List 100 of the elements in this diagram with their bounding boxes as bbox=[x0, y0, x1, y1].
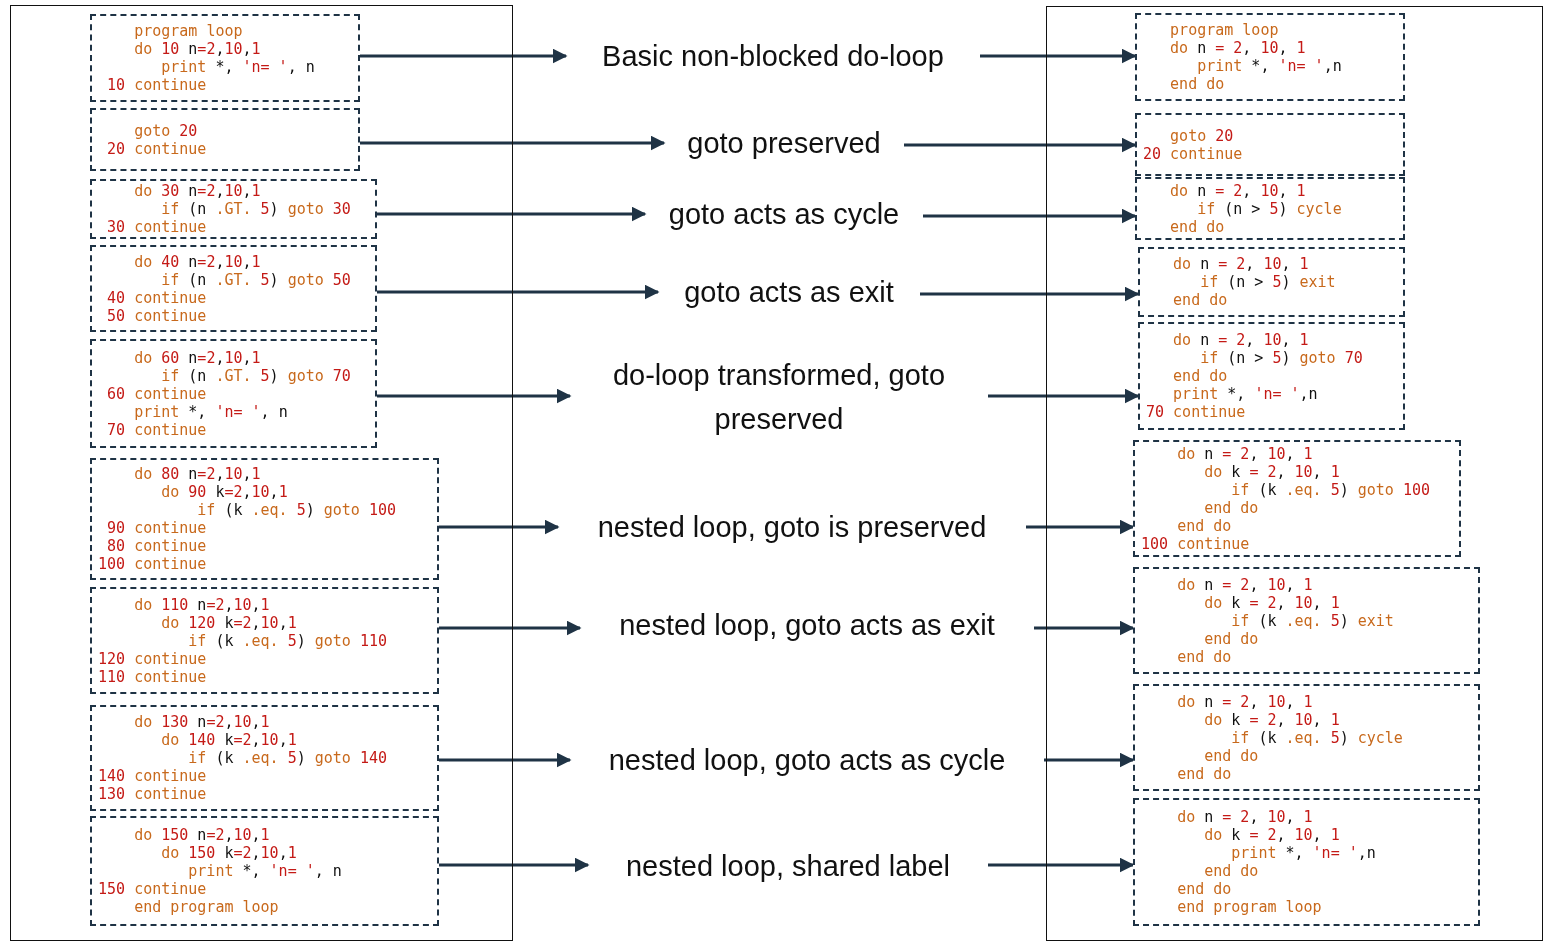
code-line: do 150 n=2,10,1 bbox=[133, 826, 271, 844]
code-box bbox=[90, 14, 360, 102]
code-box bbox=[90, 458, 439, 580]
code-box bbox=[1133, 798, 1480, 926]
code-line: goto 20 bbox=[1169, 126, 1235, 145]
code-box bbox=[1135, 177, 1405, 240]
transformation-label: do-loop transformed, goto preserved bbox=[611, 358, 947, 437]
code-line: do k = 2, 10, 1 bbox=[1203, 593, 1341, 612]
code-line: do n = 2, 10, 1 bbox=[1172, 331, 1310, 349]
transformation-label: nested loop, goto acts as cycle bbox=[608, 743, 1006, 778]
arrow bbox=[439, 752, 572, 768]
code-line: 60 continue bbox=[106, 384, 208, 403]
code-box bbox=[1138, 322, 1405, 430]
code-line: do 110 n=2,10,1 bbox=[133, 595, 271, 614]
code-line: 70 continue bbox=[106, 420, 208, 439]
code-line: if (n > 5) goto 70 bbox=[1199, 349, 1364, 367]
code-box bbox=[90, 179, 377, 239]
code-line: 40 continue bbox=[106, 288, 208, 307]
panel-frame bbox=[10, 5, 513, 941]
code-line: 50 continue bbox=[106, 306, 208, 325]
code-line: do 40 n=2,10,1 bbox=[133, 252, 262, 271]
code-line: end do bbox=[1176, 516, 1233, 535]
code-line: if (n > 5) exit bbox=[1199, 273, 1337, 291]
code-box bbox=[1135, 13, 1405, 101]
arrow bbox=[439, 519, 560, 535]
transformation-label: nested loop, shared label bbox=[625, 849, 951, 884]
arrow bbox=[439, 857, 590, 873]
arrow bbox=[360, 135, 666, 151]
code-box bbox=[90, 816, 439, 926]
code-line: 140 continue bbox=[98, 767, 208, 785]
arrow bbox=[988, 857, 1135, 873]
code-line: 20 continue bbox=[106, 139, 208, 158]
code-line: print *, 'n= ',n bbox=[1196, 57, 1343, 75]
code-line: end program loop bbox=[1176, 898, 1323, 916]
code-line: end do bbox=[1203, 498, 1260, 517]
panel-frame bbox=[1046, 6, 1543, 941]
code-line: 70 continue bbox=[1146, 403, 1247, 421]
code-line: end do bbox=[1176, 764, 1233, 783]
transformation-label: Basic non-blocked do-loop bbox=[602, 39, 944, 74]
code-line: do n = 2, 10, 1 bbox=[1169, 39, 1307, 57]
code-box bbox=[90, 587, 439, 694]
code-line: do 60 n=2,10,1 bbox=[133, 348, 262, 367]
code-line: print *, 'n= ', n bbox=[187, 862, 343, 880]
code-line: end do bbox=[1203, 862, 1260, 880]
code-line: 100 continue bbox=[1141, 534, 1251, 553]
code-line: if (k .eq. 5) goto 100 bbox=[196, 501, 398, 519]
code-line: 130 continue bbox=[98, 785, 208, 803]
code-line: do n = 2, 10, 1 bbox=[1169, 181, 1307, 200]
code-line: if (n > 5) cycle bbox=[1196, 199, 1343, 218]
arrow bbox=[377, 388, 572, 404]
code-line: do 10 n=2,10,1 bbox=[133, 40, 262, 58]
code-line: if (n .GT. 5) goto 50 bbox=[160, 270, 352, 289]
code-line: if (k .eq. 5) exit bbox=[1230, 611, 1395, 630]
code-line: do n = 2, 10, 1 bbox=[1176, 692, 1314, 711]
code-line: do 80 n=2,10,1 bbox=[133, 465, 262, 483]
code-line: if (n .GT. 5) goto 30 bbox=[160, 200, 352, 218]
code-box bbox=[1133, 567, 1480, 674]
code-line: program loop bbox=[1169, 21, 1280, 39]
code-box bbox=[90, 339, 377, 448]
arrow bbox=[988, 388, 1140, 404]
code-line: 100 continue bbox=[98, 555, 208, 573]
arrow bbox=[439, 620, 582, 636]
code-line: end do bbox=[1172, 367, 1229, 385]
code-line: do 130 n=2,10,1 bbox=[133, 713, 271, 731]
code-line: 10 continue bbox=[106, 76, 208, 94]
arrow bbox=[980, 48, 1137, 64]
arrow bbox=[904, 137, 1137, 153]
code-box bbox=[1138, 247, 1405, 317]
code-line: if (k .eq. 5) goto 100 bbox=[1230, 480, 1431, 499]
code-line: 20 continue bbox=[1143, 144, 1244, 163]
code-line: do k = 2, 10, 1 bbox=[1203, 710, 1341, 729]
code-line: do k = 2, 10, 1 bbox=[1203, 826, 1341, 844]
transformation-label: goto acts as exit bbox=[684, 275, 894, 310]
code-line: print *, 'n= ',n bbox=[1230, 844, 1377, 862]
code-box bbox=[90, 108, 360, 171]
code-line: do n = 2, 10, 1 bbox=[1176, 808, 1314, 826]
code-line: do 120 k=2,10,1 bbox=[160, 613, 298, 632]
transformation-label: goto acts as cycle bbox=[668, 197, 900, 232]
code-line: end do bbox=[1169, 217, 1226, 236]
code-line: do n = 2, 10, 1 bbox=[1172, 255, 1310, 273]
code-line: do n = 2, 10, 1 bbox=[1176, 444, 1314, 463]
code-line: print *, 'n= ', n bbox=[160, 58, 316, 76]
transformation-label: nested loop, goto is preserved bbox=[597, 510, 987, 545]
code-line: 150 continue bbox=[98, 880, 208, 898]
code-box bbox=[90, 245, 377, 332]
transformation-label: goto preserved bbox=[687, 126, 881, 161]
arrow bbox=[377, 284, 660, 300]
code-box bbox=[1135, 113, 1405, 176]
code-line: 120 continue bbox=[98, 649, 208, 668]
arrow bbox=[1026, 519, 1135, 535]
code-line: 80 continue bbox=[106, 537, 208, 555]
code-line: 110 continue bbox=[98, 667, 208, 686]
code-line: do 150 k=2,10,1 bbox=[160, 844, 298, 862]
arrow bbox=[923, 208, 1137, 224]
code-line: end do bbox=[1172, 291, 1229, 309]
code-line: if (k .eq. 5) cycle bbox=[1230, 728, 1404, 747]
code-line: do 30 n=2,10,1 bbox=[133, 182, 262, 200]
code-box bbox=[1133, 440, 1461, 557]
code-line: 30 continue bbox=[106, 218, 208, 236]
code-line: do 140 k=2,10,1 bbox=[160, 731, 298, 749]
